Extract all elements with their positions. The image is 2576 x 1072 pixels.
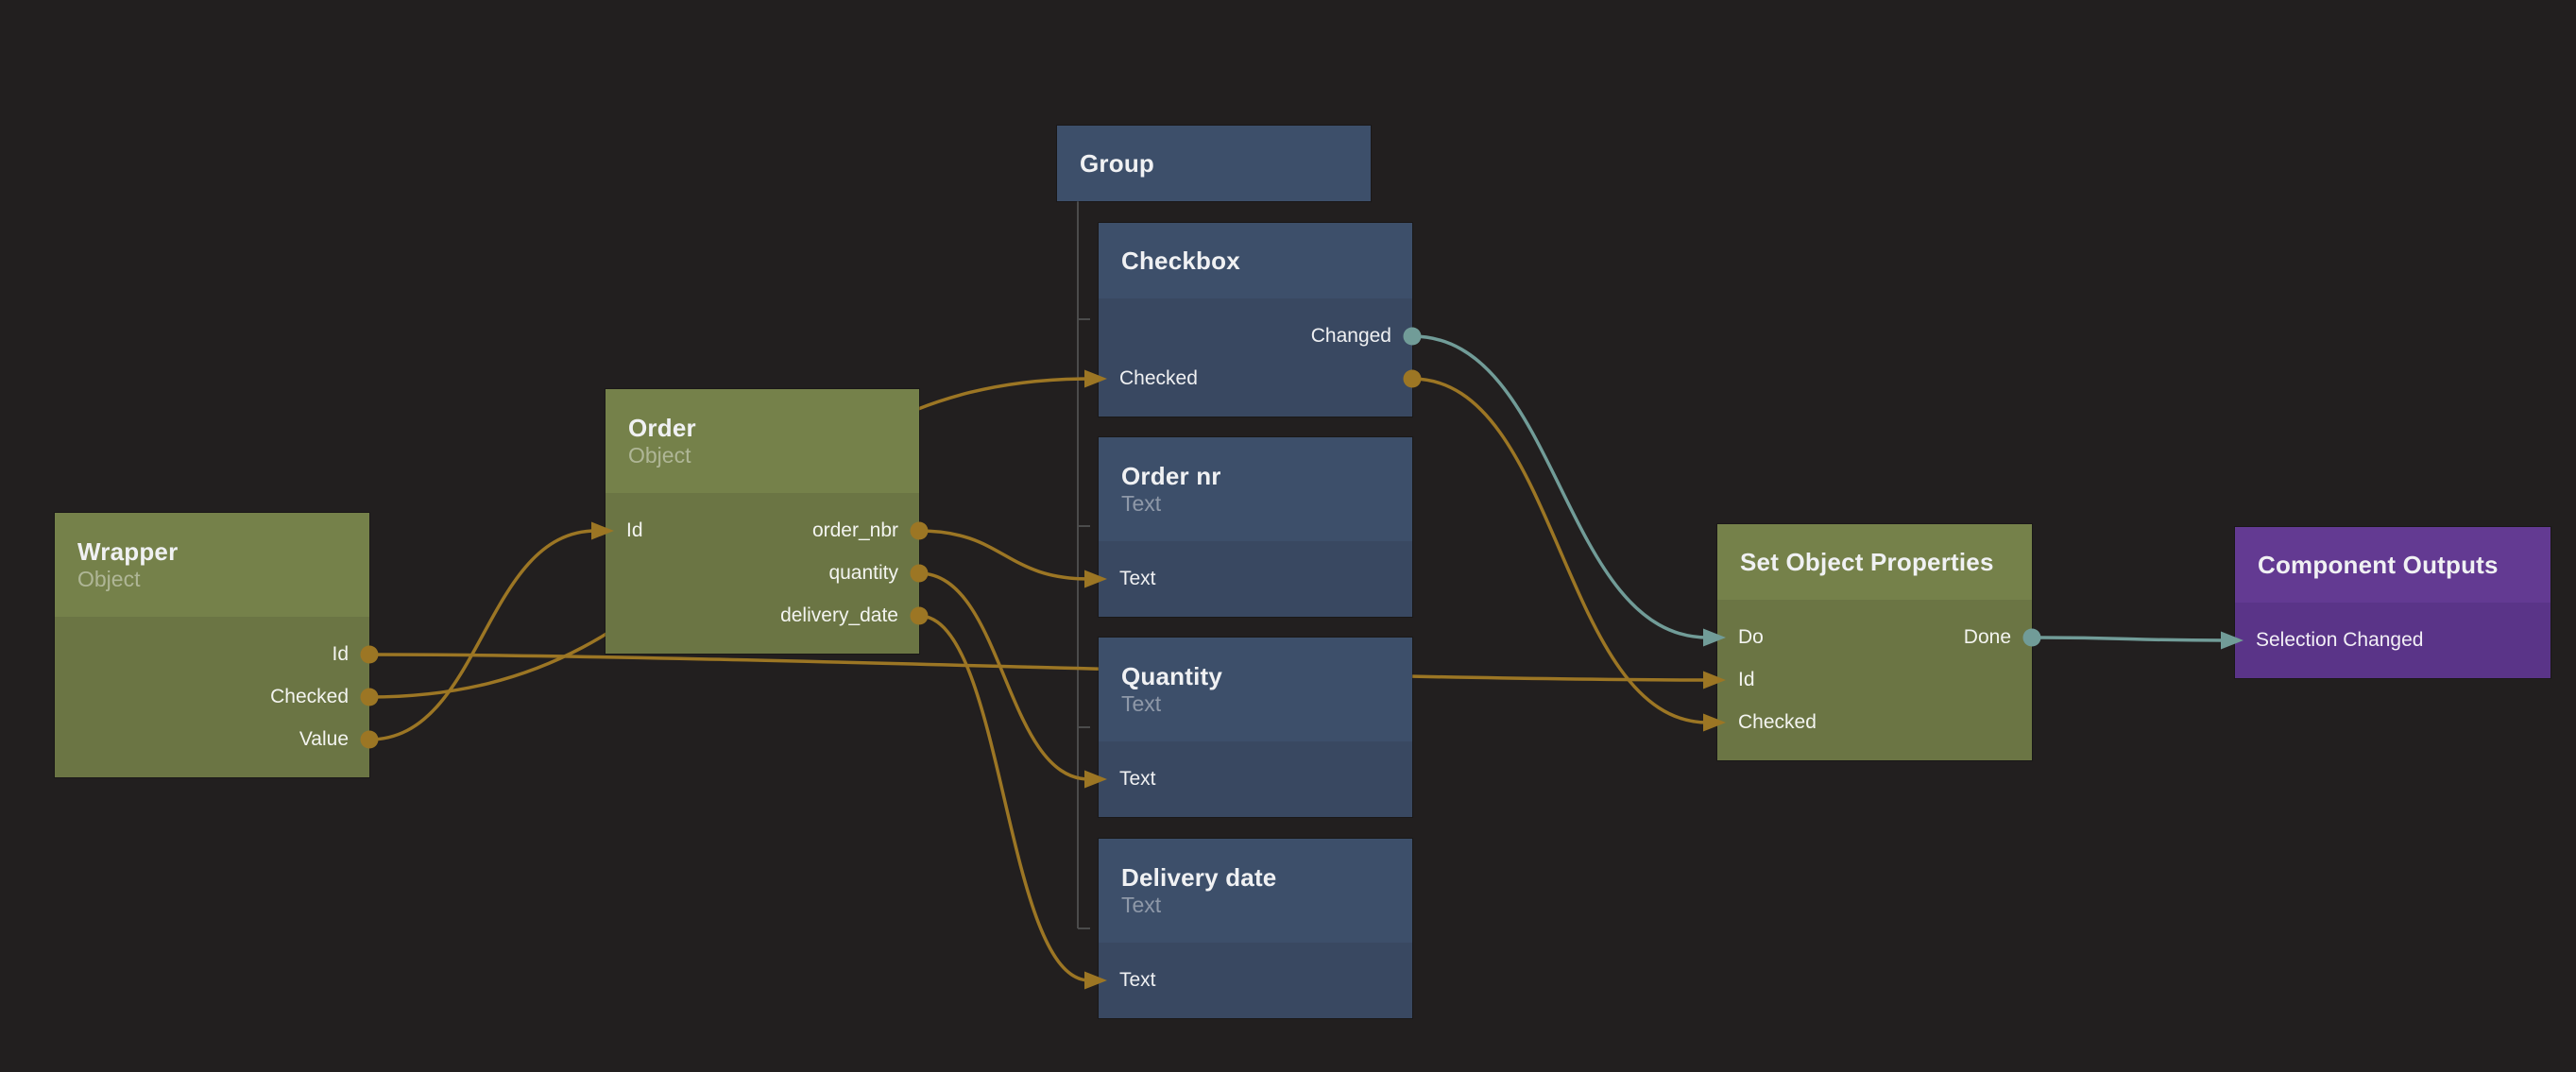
- output-port-label: order_nbr: [811, 519, 898, 541]
- node-subtitle: Text: [1121, 690, 1162, 716]
- input-port-label: Text: [1119, 969, 1156, 991]
- output-port-label: Id: [332, 643, 349, 665]
- input-port-label: Do: [1738, 626, 1764, 648]
- output-port-label: Checked: [270, 686, 349, 707]
- input-port-label: Id: [626, 519, 643, 541]
- port-row[interactable]: delivery_date: [606, 595, 919, 638]
- port-row[interactable]: Text: [1099, 558, 1412, 601]
- connection-checkbox-to-set-object-properties[interactable]: [1411, 334, 1709, 639]
- node-subtitle: Text: [1121, 892, 1162, 917]
- input-port-label: Selection Changed: [2256, 629, 2424, 651]
- node-title: Order: [628, 413, 696, 442]
- input-port-label: Text: [1119, 768, 1156, 790]
- connection-checkbox-to-set-object-properties[interactable]: [1411, 377, 1709, 724]
- port-row[interactable]: Checked: [1099, 358, 1412, 400]
- output-port-label: Done: [1963, 626, 2011, 648]
- node-subtitle: Object: [628, 442, 691, 468]
- node-header[interactable]: Group: [1057, 126, 1371, 201]
- node-title: Wrapper: [77, 536, 179, 566]
- port-row[interactable]: Checked: [55, 676, 369, 719]
- output-port-label: Changed: [1310, 325, 1391, 347]
- group-hierarchy-line: [1077, 201, 1090, 929]
- connection-set-object-properties-to-component-outputs[interactable]: [2031, 636, 2226, 642]
- node-group[interactable]: Group: [1057, 126, 1371, 201]
- connection-wrapper-to-set-object-properties[interactable]: [368, 653, 1709, 682]
- port-row[interactable]: Selection Changed: [2235, 620, 2550, 662]
- port-row[interactable]: Text: [1099, 758, 1412, 801]
- port-row[interactable]: Id order_nbr: [606, 510, 919, 553]
- port-row[interactable]: Text: [1099, 960, 1412, 1002]
- input-port-label: Id: [1738, 669, 1755, 690]
- connection-order-to-delivery-date[interactable]: [918, 614, 1090, 982]
- input-port-label: Checked: [1119, 367, 1198, 389]
- node-title: Component Outputs: [2258, 550, 2499, 579]
- connection-order-to-order-nr[interactable]: [918, 529, 1090, 581]
- port-row[interactable]: Value: [55, 719, 369, 761]
- connection-order-to-quantity[interactable]: [918, 571, 1090, 781]
- input-port-label: Text: [1119, 568, 1156, 589]
- port-row[interactable]: Changed: [1099, 315, 1412, 358]
- port-row[interactable]: Checked: [1717, 702, 2032, 744]
- port-row[interactable]: Id: [1717, 659, 2032, 702]
- port-row[interactable]: Do Done: [1717, 617, 2032, 659]
- node-header[interactable]: Set Object Properties: [1717, 524, 2032, 600]
- node-title: Order nr: [1121, 461, 1221, 490]
- port-row[interactable]: quantity: [606, 553, 919, 595]
- connection-wrapper-to-order[interactable]: [368, 529, 597, 741]
- node-title: Checkbox: [1121, 246, 1240, 275]
- output-port-label: Value: [299, 728, 349, 750]
- node-title: Quantity: [1121, 661, 1223, 690]
- node-header[interactable]: Component Outputs: [2235, 527, 2550, 603]
- input-port-label: Checked: [1738, 711, 1817, 733]
- node-subtitle: Text: [1121, 490, 1162, 516]
- node-header[interactable]: Checkbox: [1099, 223, 1412, 298]
- node-title: Set Object Properties: [1740, 547, 1994, 576]
- output-port-label: quantity: [828, 562, 898, 584]
- port-row[interactable]: Id: [55, 634, 369, 676]
- node-subtitle: Object: [77, 566, 141, 591]
- output-port-label: delivery_date: [780, 604, 898, 626]
- node-title: Delivery date: [1121, 862, 1277, 892]
- node-title: Group: [1080, 148, 1154, 178]
